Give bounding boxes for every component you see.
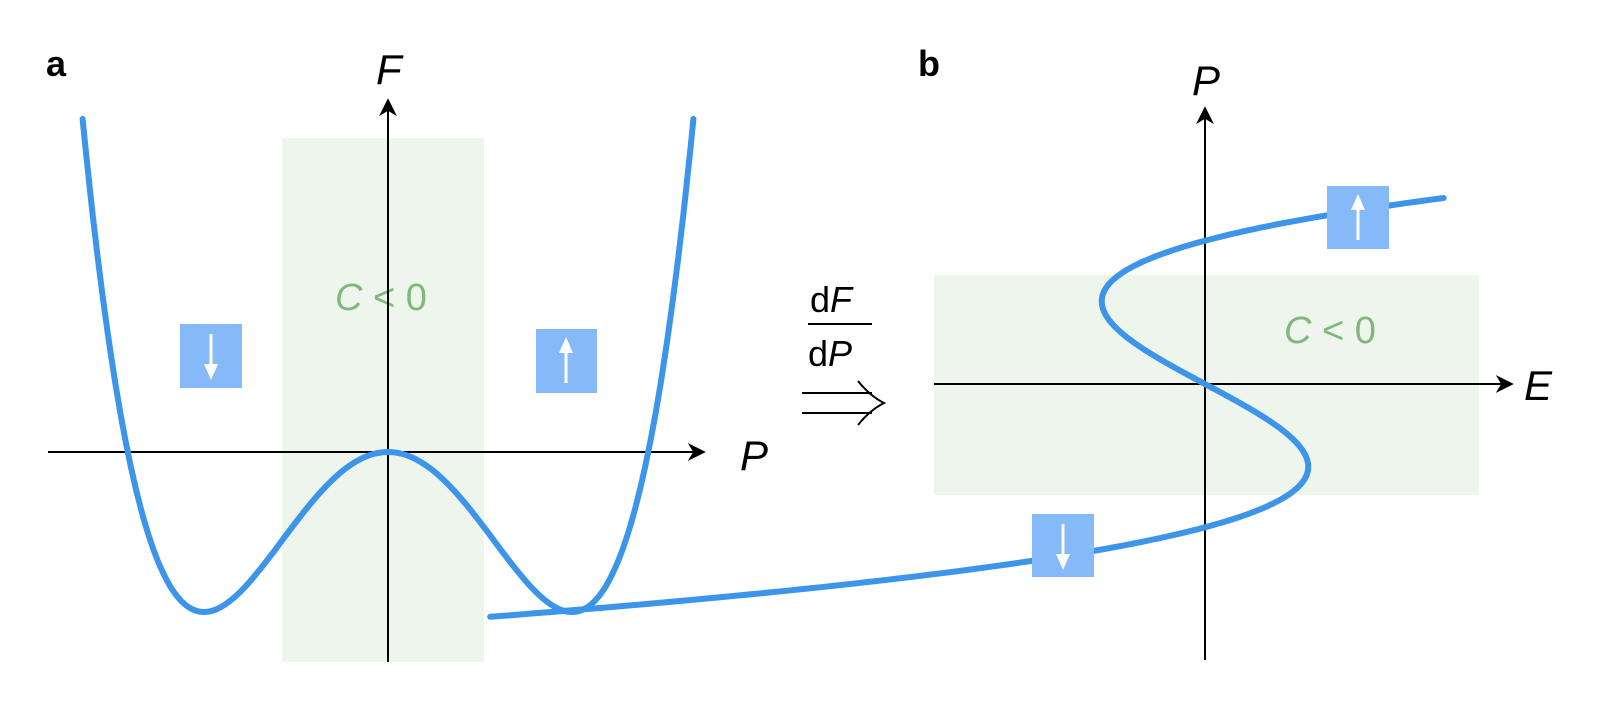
polarization-down-box-b — [1032, 514, 1094, 577]
implies-arrow-icon — [802, 380, 887, 426]
polarization-up-box-b — [1327, 186, 1389, 249]
derivative-numerator: dF — [810, 279, 854, 320]
polarization-up-box-a — [536, 329, 597, 393]
derivative-transition: dF dP — [802, 279, 887, 426]
region-label-b: C < 0 — [1284, 310, 1376, 352]
f-axis-label: F — [376, 46, 404, 93]
p-axis-label-a: P — [740, 432, 768, 479]
down-arrow-icon — [204, 334, 218, 380]
panel-a-label: a — [46, 43, 67, 84]
panel-b: b C < 0 P E — [487, 43, 1553, 660]
p-axis-label-b: P — [1192, 57, 1220, 104]
up-arrow-icon — [1351, 194, 1365, 240]
panel-b-label: b — [918, 43, 940, 84]
e-axis-label: E — [1524, 362, 1553, 409]
up-arrow-icon — [559, 337, 573, 383]
polarization-curve — [487, 195, 1447, 620]
free-energy-curve — [79, 115, 697, 616]
panel-a: a C < 0 F P — [46, 43, 768, 662]
polarization-down-box-a — [180, 324, 242, 388]
derivative-denominator: dP — [808, 333, 852, 374]
negative-capacitance-region-a — [282, 138, 484, 662]
down-arrow-icon — [1056, 524, 1070, 570]
region-label-a: C < 0 — [335, 277, 427, 319]
